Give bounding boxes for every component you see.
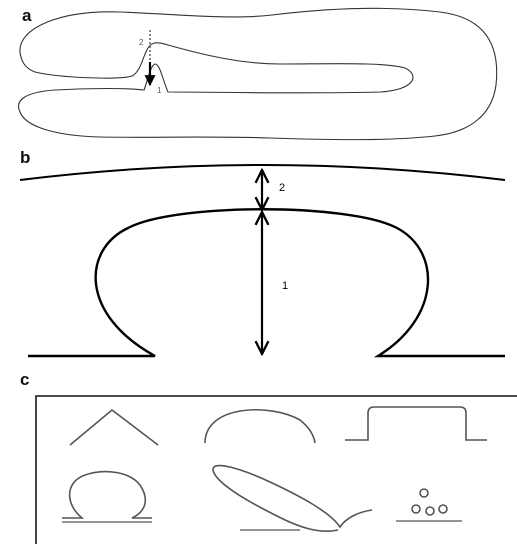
panel-b-marker-2: 2 [279,182,285,194]
panel-a-cross-section: 2 1 [18,7,498,141]
panel-c-particle-1 [419,488,429,498]
panel-c-omega-shape [62,470,152,519]
panel-c-particle-4 [438,504,448,514]
panel-b-label: b [20,148,31,167]
panel-b-marker-1: 1 [282,280,288,292]
panel-c-particle-2 [411,504,421,514]
panel-c-frame [35,395,517,544]
panel-a-outline [18,7,498,141]
panel-c-tilted-blob-shape [212,464,373,533]
panel-b-dome [28,208,505,358]
panel-c-rectangle-shape [345,406,487,441]
panel-a-marker-2: 2 [139,38,144,47]
panel-a-marker-1: 1 [157,86,162,95]
panel-b-geometry: 2 1 [19,164,506,358]
panel-b-upper-surface [19,164,506,181]
panel-c-particle-3 [425,506,435,516]
panel-c-semicircle-shape [204,409,316,444]
panel-c-shapes [35,395,517,544]
panel-a-label: a [22,6,32,25]
panel-c-label: c [20,370,30,389]
panel-c-triangle-shape [69,408,159,446]
